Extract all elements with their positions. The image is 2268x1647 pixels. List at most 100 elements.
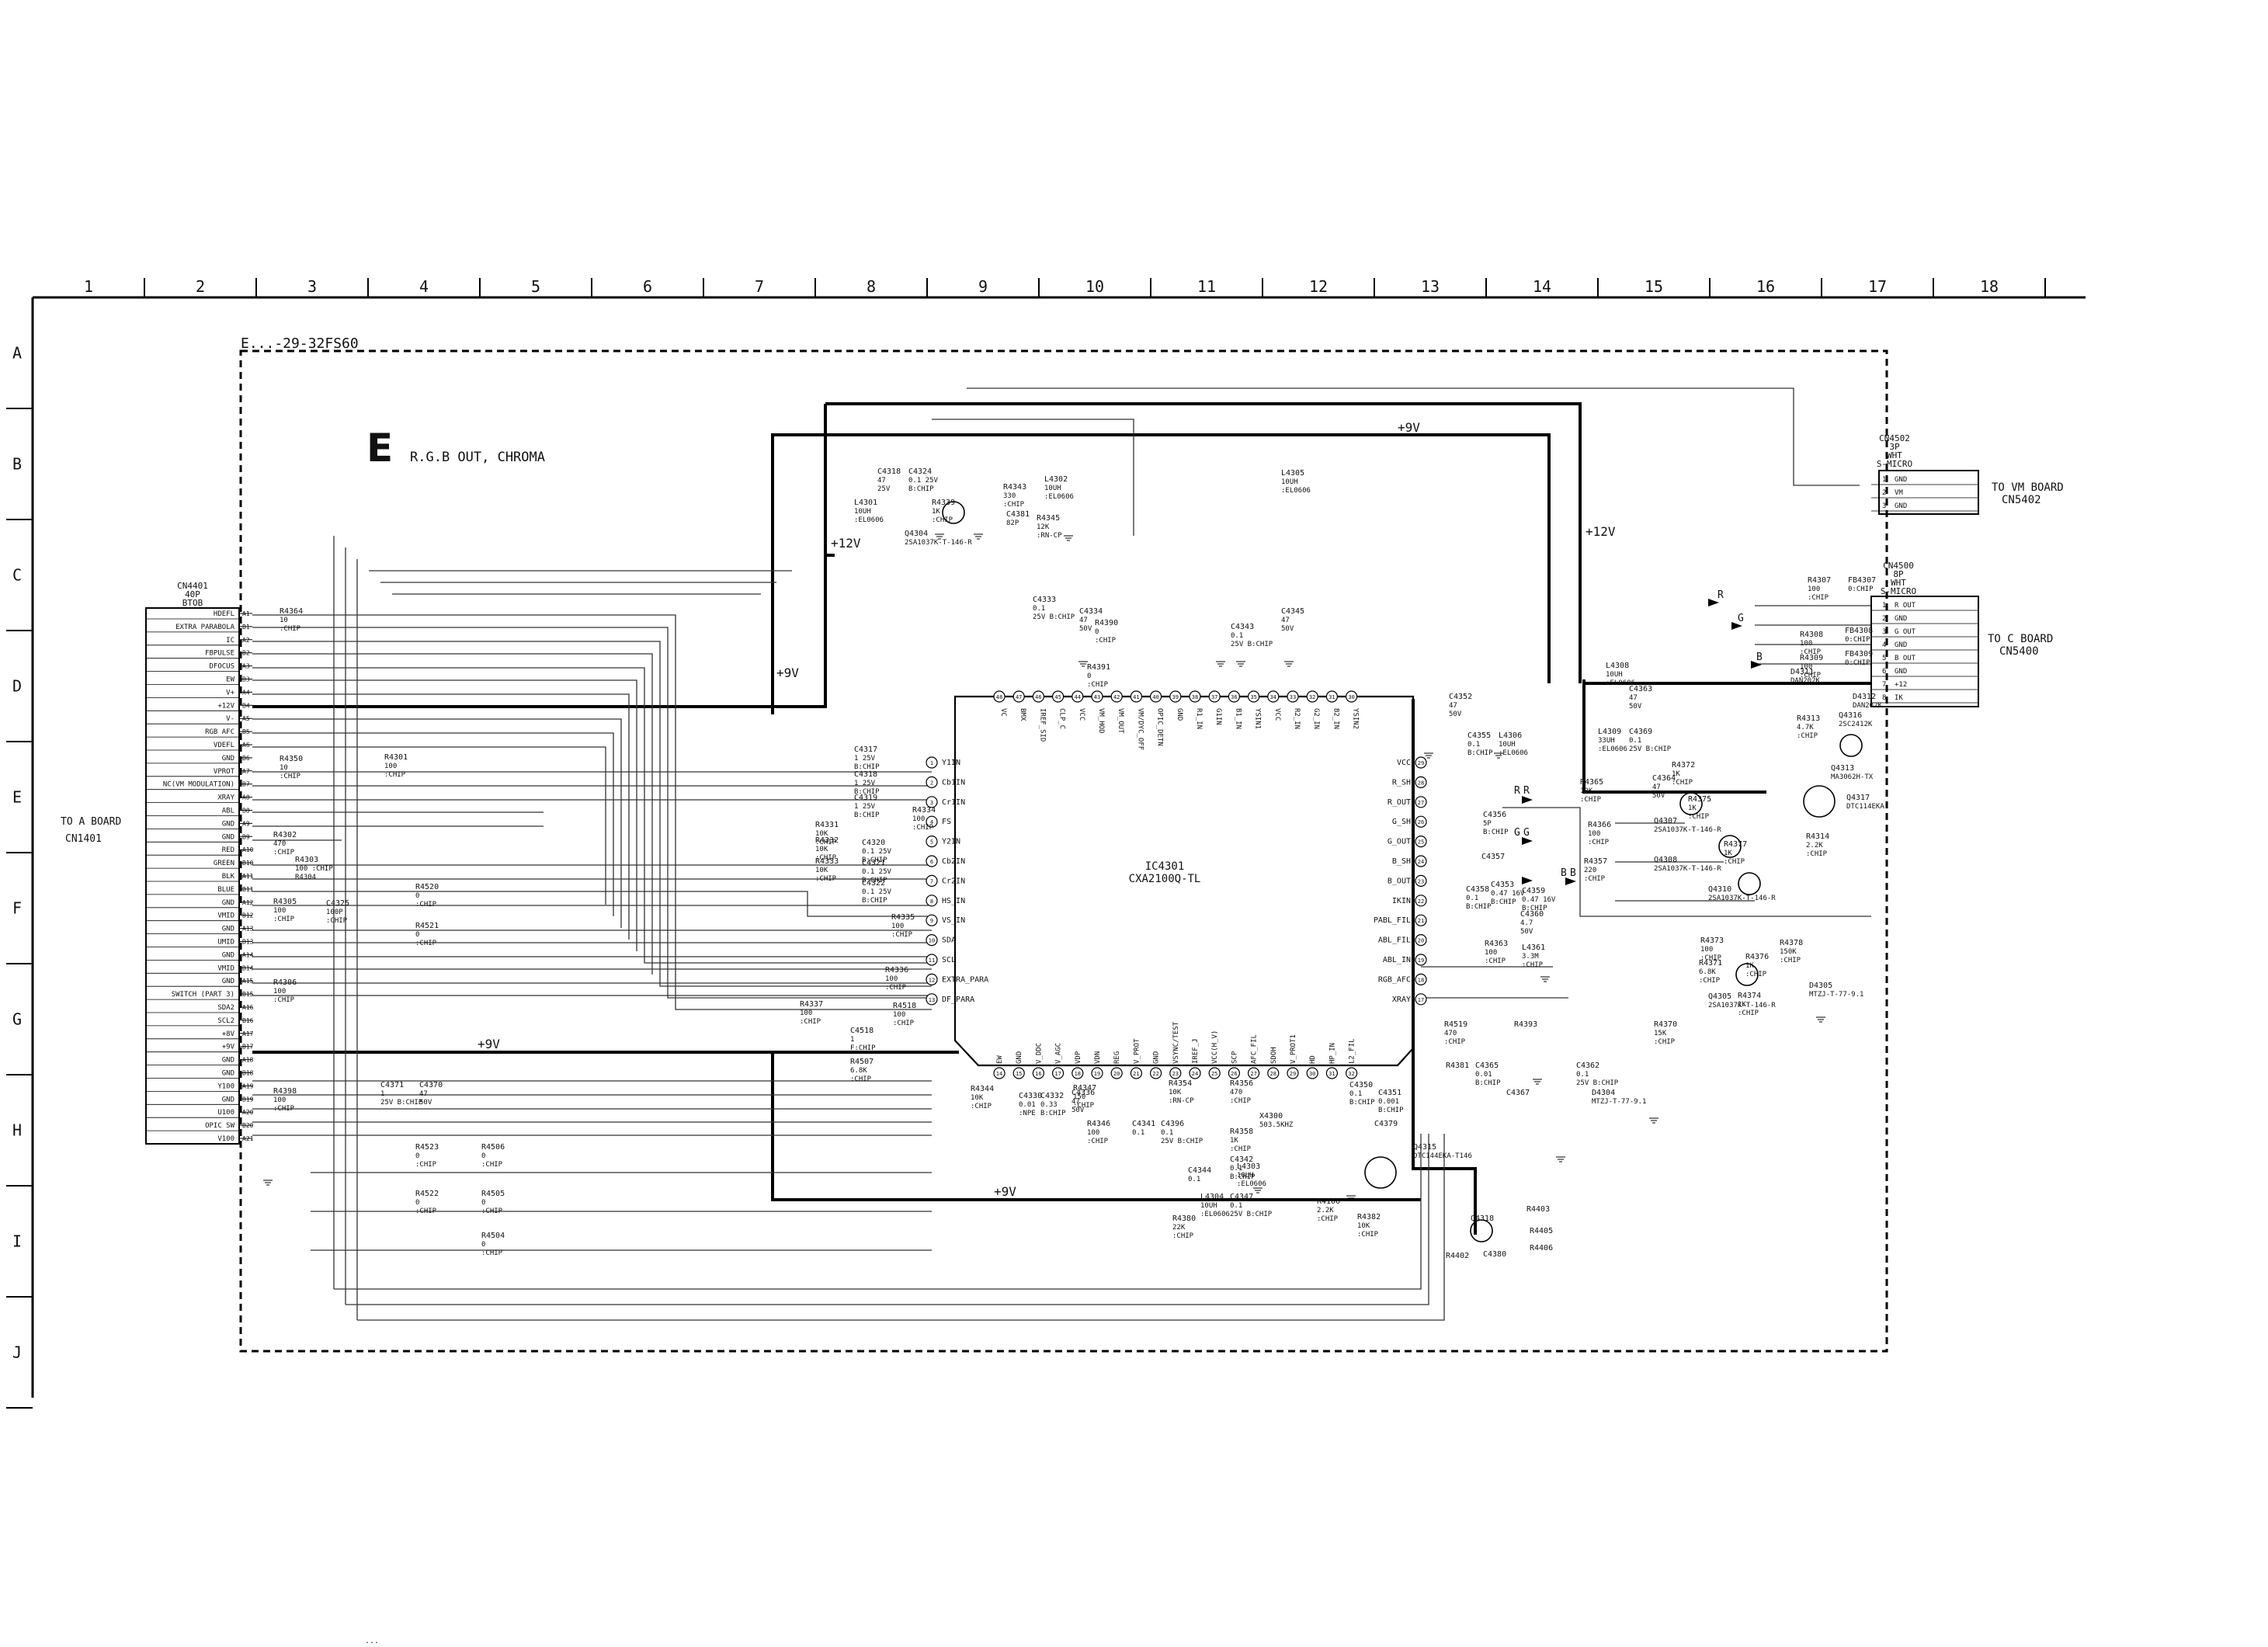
cn4401-pin-signal: VMID [217, 912, 234, 920]
component-value: 0.1 [1230, 1165, 1242, 1173]
component-ref: R4363 [1485, 940, 1508, 948]
component-ref: R4309 [1800, 654, 1823, 662]
component-ref: D4304 [1592, 1089, 1615, 1097]
component-ref: R4301 [384, 753, 408, 762]
component-ref: L4301 [854, 499, 877, 507]
ic-pin-circle [1415, 914, 1427, 926]
ic-pin-circle [1208, 690, 1221, 703]
ic-pin-circle [1110, 690, 1123, 703]
ic-pin-number: 34 [1270, 694, 1276, 700]
component-value: DAN202K [1790, 677, 1821, 685]
component-spec: :CHIP [1738, 1009, 1759, 1017]
footer-dots: ... [365, 1637, 379, 1645]
component-value: 0.47 16V [1522, 896, 1556, 904]
component-ref: L4303 [1237, 1162, 1260, 1171]
grid-col-17: 17 [1868, 277, 1887, 296]
component-spec: :CHIP [1357, 1231, 1379, 1239]
grid-col-15: 15 [1645, 277, 1663, 296]
ic-pin-name: IREF_J [1192, 1038, 1200, 1064]
component-value: 0.1 [1629, 737, 1641, 745]
row-ticks [6, 408, 33, 1409]
ic-pin-circle [1267, 1067, 1280, 1079]
component-value: 10 [280, 617, 288, 624]
component-spec: :CHIP [1580, 796, 1602, 804]
ic-pin-number: 33 [1290, 694, 1296, 700]
ic-pin-circle [1208, 1067, 1221, 1079]
component-ref: R4519 [1444, 1020, 1467, 1029]
rail-12v-pin-line [252, 450, 827, 708]
component-spec: :CHIP [273, 849, 295, 857]
component-ref: L4306 [1499, 731, 1522, 740]
signal-arrow [1708, 599, 1719, 606]
ic-pin-circle [1306, 690, 1318, 703]
component-spec: :CHIP [415, 940, 437, 947]
rail-9v-top-label: +9V [1398, 420, 1420, 435]
component-value: 100 [885, 975, 898, 983]
component-value: 2SC2412K [1839, 721, 1873, 728]
component-ref: C4367 [1506, 1089, 1530, 1097]
sig-r-c: R [1717, 589, 1724, 601]
ic-pin-name: R_SH [1392, 778, 1411, 787]
cn4401-pin-signal: VMID [217, 964, 234, 972]
transistor-q4318-symbol [1470, 1219, 1493, 1242]
component-ref: C4324 [908, 467, 932, 476]
component-ref: R4376 [1745, 953, 1769, 961]
grid-row-J: J [12, 1343, 22, 1362]
ic-pin-circle [1071, 1067, 1084, 1079]
component-spec: :CHIP [1780, 957, 1801, 964]
cn4401-pin-number: A15 [242, 978, 254, 985]
ic-pin-number: 21 [1133, 1071, 1139, 1077]
component-value: 0.1 [1466, 895, 1478, 902]
ic-pin-number: 29 [1290, 1071, 1296, 1077]
cn4401-pin-signal: V100 [217, 1135, 234, 1143]
cn4401-pin-number: A7 [242, 768, 250, 775]
cn4500-pin-signal: R OUT [1895, 602, 1916, 610]
ic-pin-number: 26 [1418, 819, 1424, 825]
component-value: 10K [815, 830, 828, 838]
cn4500-pin-signal: GND [1895, 615, 1907, 623]
cn4401-pin-number: A6 [242, 742, 250, 749]
component-value: 0 [481, 1199, 485, 1207]
cn4401-pin-signal: SWITCH (PART 3) [172, 991, 234, 999]
component-spec: B:CHIP [1491, 898, 1516, 906]
cn4401-pin-signal: Y100 [217, 1082, 234, 1090]
cn4502-spec: 3P [1889, 442, 1900, 452]
grid-col-3: 3 [307, 277, 317, 296]
component-ref: R4358 [1230, 1128, 1253, 1136]
cn4401-pin-signal: GND [222, 755, 234, 763]
component-value: 2.2K [1317, 1207, 1334, 1214]
ic-pin-name: VCC [1078, 708, 1085, 721]
component-spec: :CHIP [971, 1103, 992, 1110]
component-spec: B:CHIP [1466, 903, 1492, 911]
signal-arrows [1522, 599, 1762, 885]
ic-pin-circle [1415, 796, 1427, 808]
component-ref: R4306 [273, 978, 297, 987]
component-spec: :CHIP [1444, 1038, 1466, 1046]
ic-pin-circle [1415, 815, 1427, 828]
cn4401-pin-number: A14 [242, 951, 254, 958]
component-spec: 50V [419, 1099, 432, 1107]
component-ref: C4325 [326, 899, 349, 908]
component-ref: R4398 [273, 1087, 297, 1096]
ic-pin-number: 5 [930, 839, 933, 846]
ic-pin-number: 1 [930, 760, 933, 766]
ic-pin-number: 13 [929, 997, 935, 1003]
ic-pin-circle [1149, 690, 1162, 703]
